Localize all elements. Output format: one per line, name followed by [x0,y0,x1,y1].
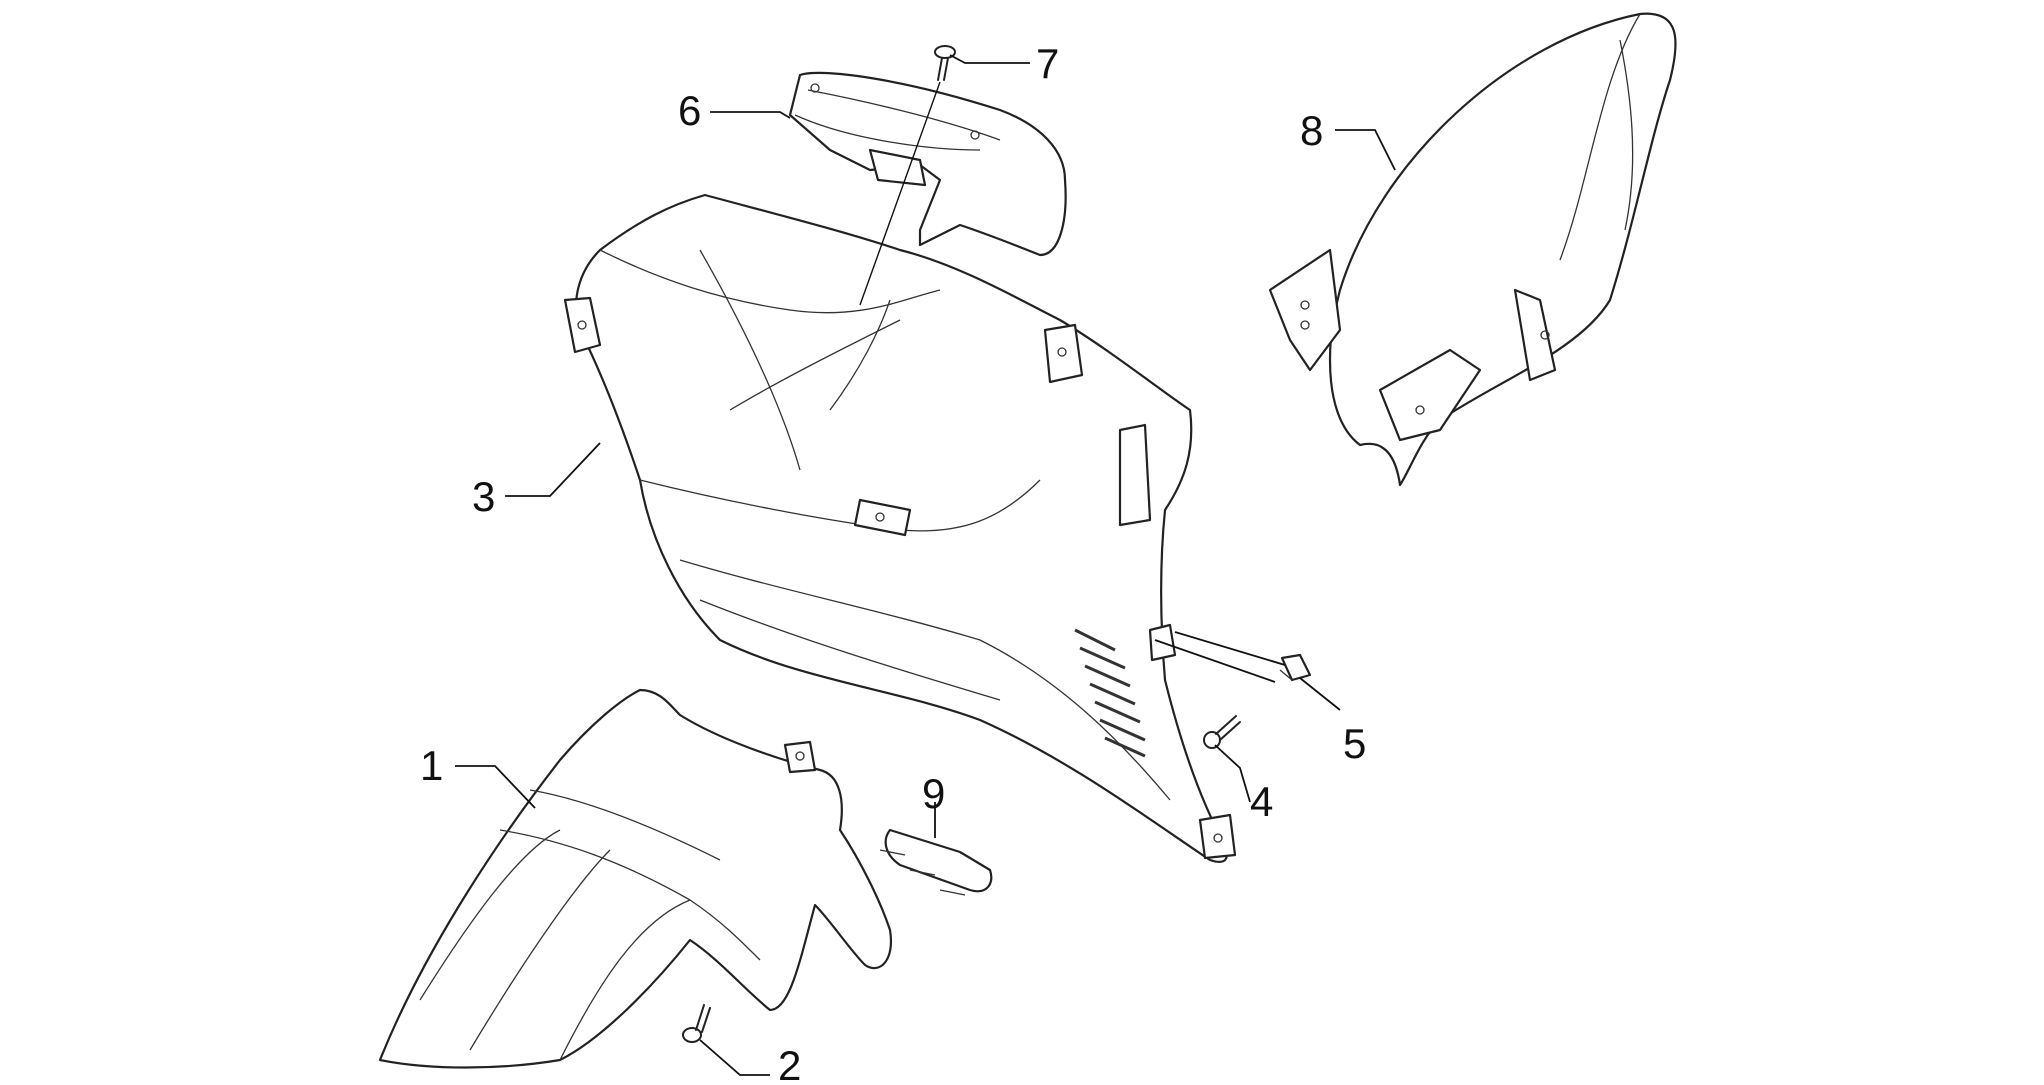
callout-6: 6 [678,87,701,134]
glove-box-lid-icon [788,71,1067,257]
clip-nut-icon [1279,653,1312,682]
screw-icon [1203,715,1241,749]
leader-lines [455,54,1396,1076]
callout-1: 1 [420,742,443,789]
bracket-icon [879,828,993,896]
callout-8: 8 [1300,107,1323,154]
leg-shield-inner-panel-icon [563,193,1237,863]
callout-labels: 1 2 3 4 5 6 7 8 9 [420,40,1366,1085]
callout-3: 3 [472,473,495,520]
callout-7: 7 [1036,40,1059,87]
screw-icon [934,45,956,81]
callout-4: 4 [1250,778,1273,825]
screw-icon [682,1004,711,1043]
front-mudguard-icon [378,688,893,1069]
callout-5: 5 [1343,720,1366,767]
rear-mudguard-icon [1268,12,1677,487]
vent-grill [1074,628,1146,758]
callout-9: 9 [922,770,945,817]
callout-2: 2 [778,1042,801,1085]
